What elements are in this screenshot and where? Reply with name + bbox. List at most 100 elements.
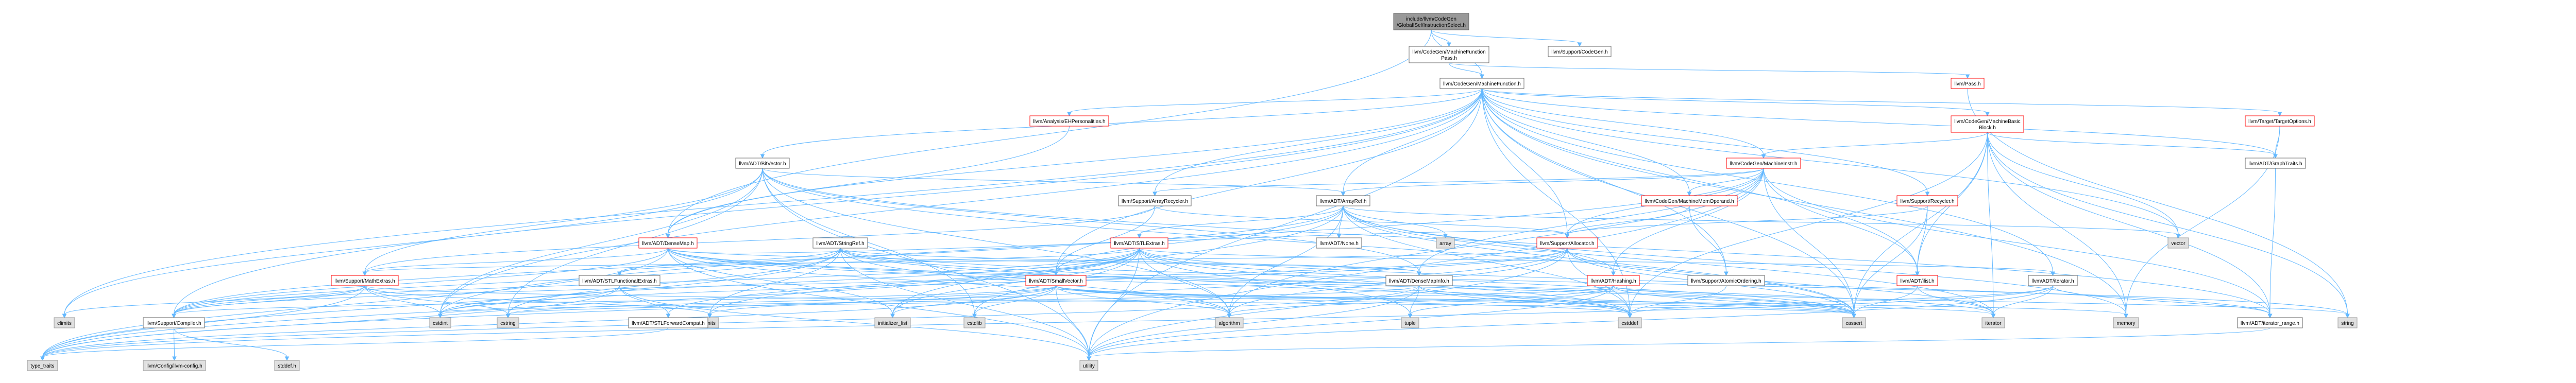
node-label: utility — [1083, 363, 1095, 369]
node-stlfwd[interactable]: llvm/ADT/STLForwardCompat.h — [628, 317, 708, 328]
node-box — [274, 360, 300, 371]
node-box — [579, 275, 660, 286]
node-box — [1029, 115, 1109, 127]
node-box — [1409, 46, 1489, 63]
node-cstring: cstring — [497, 317, 519, 328]
node-label: llvm/Target/TargetOptions.h — [2248, 119, 2311, 125]
edge-bitvec-cstdlib — [762, 168, 977, 319]
edge-mf-utility — [1087, 88, 1482, 361]
node-label: type_traits — [30, 363, 54, 369]
node-stringref[interactable]: llvm/ADT/StringRef.h — [812, 237, 868, 249]
node-ehpers[interactable]: llvm/Analysis/EHPersonalities.h — [1029, 115, 1109, 127]
edge-mathextras-climits — [62, 285, 365, 319]
node-recycler[interactable]: llvm/Support/Recycler.h — [1896, 195, 1958, 206]
node-box — [1215, 317, 1244, 328]
node-label: cstddef — [1621, 321, 1638, 326]
edge-mbb-vector — [1987, 132, 2181, 239]
node-box — [963, 317, 986, 328]
node-memory: memory — [2113, 317, 2139, 328]
node-label: stddef.h — [278, 363, 296, 369]
node-label: /GlobalISel/InstructionSelect.h — [1397, 23, 1466, 28]
node-iterator[interactable]: llvm/ADT/iterator.h — [2028, 275, 2078, 286]
node-atomicord[interactable]: llvm/Support/AtomicOrdering.h — [1687, 275, 1765, 286]
node-box — [874, 317, 911, 328]
node-hashing[interactable]: llvm/ADT/Hashing.h — [1587, 275, 1640, 286]
node-label: llvm/ADT/ArrayRef.h — [1319, 199, 1366, 204]
edge-arrayref-stlextras — [1137, 205, 1344, 239]
node-smallvec[interactable]: llvm/ADT/SmallVector.h — [1025, 275, 1087, 286]
node-label: cstdlib — [967, 321, 982, 326]
edge-stlextras-utility — [1087, 248, 1140, 361]
node-cstddef: cstddef — [1618, 317, 1642, 328]
node-pass[interactable]: llvm/Pass.h — [1951, 78, 1985, 89]
edge-mbb-memory — [1987, 132, 2128, 319]
node-stlfunc[interactable]: llvm/ADT/STLFunctionalExtras.h — [579, 275, 660, 286]
node-supcg[interactable]: llvm/Support/CodeGen.h — [1548, 46, 1612, 57]
node-label: llvm/ADT/STLFunctionalExtras.h — [582, 278, 657, 284]
node-none[interactable]: llvm/ADT/None.h — [1316, 237, 1362, 249]
node-tgtopt[interactable]: llvm/Target/TargetOptions.h — [2245, 115, 2315, 127]
edge-stlextras-typetraits — [40, 248, 1140, 361]
node-label: Block.h — [1979, 125, 1996, 131]
node-label: llvm/ADT/iterator.h — [2031, 278, 2074, 284]
edge-arrayref-compiler — [172, 205, 1344, 319]
node-box — [2245, 115, 2315, 127]
edge-smallvec-memory — [1056, 285, 2128, 319]
edge-ehpers-densemap — [666, 126, 1070, 239]
edge-mf-graphtraits — [1482, 88, 2278, 159]
node-arrayrec[interactable]: llvm/Support/ArrayRecycler.h — [1118, 195, 1192, 206]
edge-mf-bitvec — [760, 88, 1482, 159]
edge-mbb-iteratorstd — [1987, 132, 1996, 319]
node-mathextras[interactable]: llvm/Support/MathExtras.h — [331, 275, 399, 286]
edge-mi-arrayref — [1341, 168, 1764, 197]
edge-densemap-cstddef — [668, 248, 1632, 319]
node-densemap[interactable]: llvm/ADT/DenseMap.h — [638, 237, 698, 249]
edge-iterator-typetraits — [40, 285, 2053, 361]
node-allocator[interactable]: llvm/Support/Allocator.h — [1536, 237, 1598, 249]
node-typetraits: type_traits — [27, 360, 58, 371]
node-label: llvm/ADT/GraphTraits.h — [2248, 161, 2302, 167]
node-box — [2167, 237, 2189, 249]
node-box — [2337, 317, 2358, 328]
node-graphtraits[interactable]: llvm/ADT/GraphTraits.h — [2245, 158, 2306, 169]
edge-iterator-cstddef — [1628, 285, 2053, 319]
node-stlextras[interactable]: llvm/ADT/STLExtras.h — [1110, 237, 1168, 249]
edge-root-mfpass — [1431, 29, 1451, 47]
node-box — [1981, 317, 2005, 328]
node-compiler[interactable]: llvm/Support/Compiler.h — [143, 317, 205, 328]
edge-mmo-allocator — [1565, 205, 1690, 239]
node-label: llvm/CodeGen/MachineFunction.h — [1443, 81, 1521, 87]
node-box — [1079, 360, 1098, 371]
node-label: llvm/ADT/StringRef.h — [816, 241, 864, 247]
node-stddef: stddef.h — [274, 360, 300, 371]
node-array: array — [1436, 237, 1455, 249]
node-mf[interactable]: llvm/CodeGen/MachineFunction.h — [1439, 78, 1524, 89]
node-cstdlib: cstdlib — [963, 317, 986, 328]
node-label: algorithm — [1218, 321, 1240, 326]
node-bitvec[interactable]: llvm/ADT/BitVector.h — [735, 158, 790, 169]
edge-allocator-typetraits — [40, 248, 1568, 361]
node-box — [2113, 317, 2139, 328]
node-label: llvm/CodeGen/MachineFunction — [1412, 49, 1485, 55]
node-arrayref[interactable]: llvm/ADT/ArrayRef.h — [1316, 195, 1370, 206]
node-mi[interactable]: llvm/CodeGen/MachineInstr.h — [1726, 158, 1801, 169]
node-box — [143, 317, 205, 328]
node-label: llvm/Support/CodeGen.h — [1551, 49, 1608, 55]
node-label: llvm/CodeGen/MachineBasic — [1954, 119, 2020, 125]
node-ilist[interactable]: llvm/ADT/ilist.h — [1896, 275, 1938, 286]
edge-allocator-utility — [1087, 248, 1568, 361]
edge-smallvec-compiler — [172, 285, 1056, 319]
edge-stlextras-iterator — [1139, 248, 2055, 276]
node-root[interactable]: include/llvm/CodeGen/GlobalISel/Instruct… — [1393, 13, 1469, 30]
node-box — [1687, 275, 1765, 286]
node-box — [1439, 78, 1524, 89]
node-mmo[interactable]: llvm/CodeGen/MachineMemOperand.h — [1641, 195, 1738, 206]
edge-graphtraits-iterrange — [2267, 168, 2276, 319]
node-iteratorstd: iterator — [1981, 317, 2005, 328]
edge-smallvec-limits — [707, 285, 1056, 319]
node-densemapinfo[interactable]: llvm/ADT/DenseMapInfo.h — [1385, 275, 1453, 286]
node-iterrange[interactable]: llvm/ADT/iterator_range.h — [2237, 317, 2303, 328]
